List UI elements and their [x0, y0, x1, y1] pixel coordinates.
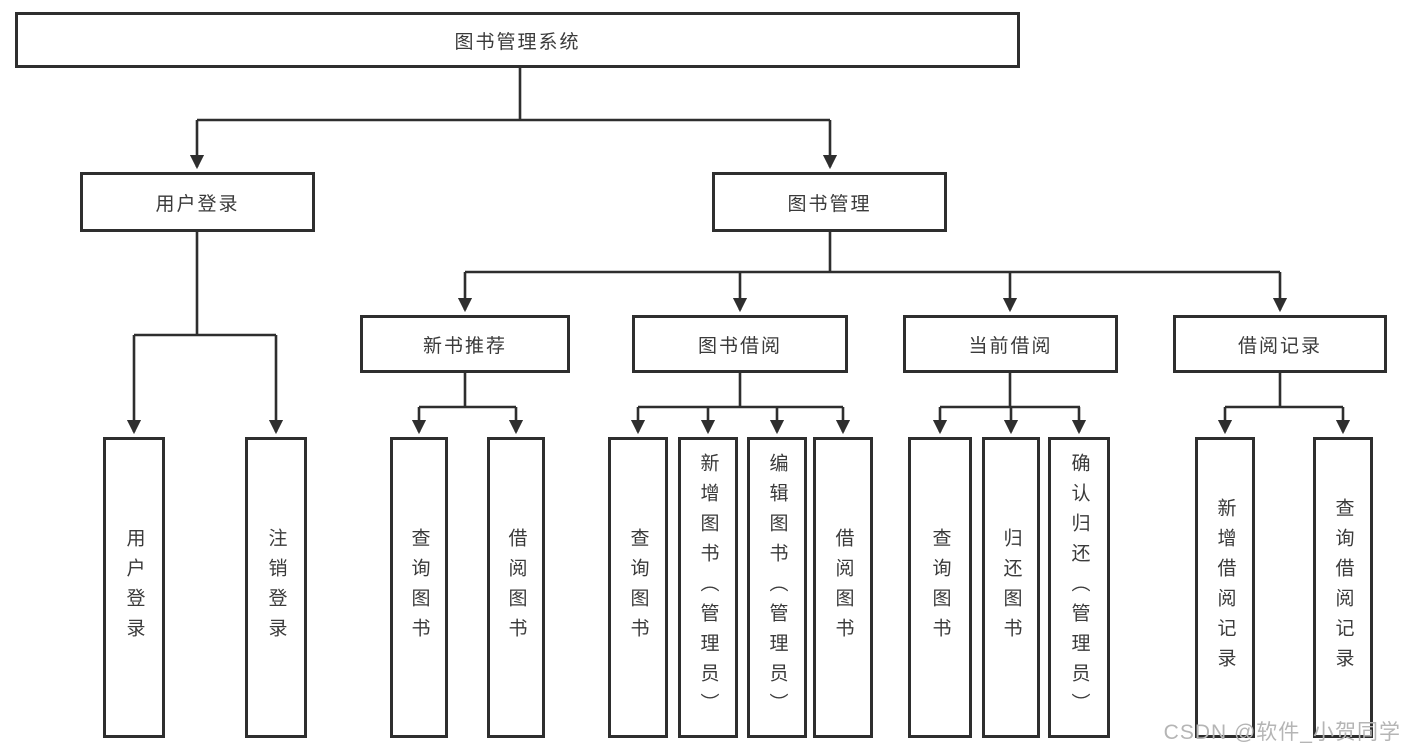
node-book-borrowing-label: 图书借阅	[697, 335, 782, 357]
leaf-add-borrow-record-label: 新增借阅记录	[1214, 497, 1236, 678]
leaf-logout: 注销登录	[245, 437, 307, 738]
leaf-edit-books-admin-label: 编辑图书（管理员）	[766, 452, 788, 723]
rail-root-to-level2	[197, 68, 830, 122]
leaf-borrow-books-recommend-label: 借阅图书	[505, 527, 527, 648]
rail-user-login-to-leaves	[134, 232, 276, 337]
node-root: 图书管理系统	[15, 12, 1020, 68]
leaf-query-books-recommend: 查询图书	[390, 437, 448, 738]
leaf-query-borrow-record-label: 查询借阅记录	[1332, 497, 1354, 678]
leaf-query-borrow-record: 查询借阅记录	[1313, 437, 1373, 738]
leaf-borrow-books-borrowing: 借阅图书	[813, 437, 873, 738]
node-borrowing-records-label: 借阅记录	[1237, 335, 1322, 357]
leaf-borrow-books-recommend: 借阅图书	[487, 437, 545, 738]
leaf-user-login: 用户登录	[103, 437, 165, 738]
leaf-query-books-borrowing-label: 查询图书	[627, 527, 649, 648]
leaf-return-books-label: 归还图书	[1000, 527, 1022, 648]
node-new-book-recommendation-label: 新书推荐	[422, 335, 507, 357]
node-book-management: 图书管理	[712, 172, 947, 232]
leaf-query-books-recommend-label: 查询图书	[408, 527, 430, 648]
leaf-logout-label: 注销登录	[265, 527, 287, 648]
node-new-book-recommendation: 新书推荐	[360, 315, 570, 373]
rail-borrowing-records-to-leaves	[1225, 373, 1343, 409]
node-current-borrowing: 当前借阅	[903, 315, 1118, 373]
leaf-return-books: 归还图书	[982, 437, 1040, 738]
leaf-query-books-current: 查询图书	[908, 437, 972, 738]
leaf-confirm-return-admin-label: 确认归还（管理员）	[1068, 452, 1090, 723]
node-root-label: 图书管理系统	[454, 31, 581, 53]
rail-book-borrowing-to-leaves	[638, 373, 843, 409]
node-user-login: 用户登录	[80, 172, 315, 232]
leaf-query-books-borrowing: 查询图书	[608, 437, 668, 738]
watermark: CSDN @软件_小贺同学	[1163, 721, 1401, 744]
node-book-borrowing: 图书借阅	[632, 315, 848, 373]
node-user-login-label: 用户登录	[155, 193, 240, 215]
rail-new-book-to-leaves	[419, 373, 516, 409]
leaf-confirm-return-admin: 确认归还（管理员）	[1048, 437, 1110, 738]
node-current-borrowing-label: 当前借阅	[968, 335, 1053, 357]
leaf-user-login-label: 用户登录	[123, 527, 145, 648]
leaf-add-books-admin: 新增图书（管理员）	[678, 437, 738, 738]
rail-current-borrowing-to-leaves	[940, 373, 1080, 409]
leaf-query-books-current-label: 查询图书	[929, 527, 951, 648]
leaf-add-books-admin-label: 新增图书（管理员）	[697, 452, 719, 723]
node-book-management-label: 图书管理	[787, 193, 872, 215]
leaf-add-borrow-record: 新增借阅记录	[1195, 437, 1255, 738]
node-borrowing-records: 借阅记录	[1173, 315, 1387, 373]
rail-book-management-to-level3	[465, 232, 1280, 274]
leaf-edit-books-admin: 编辑图书（管理员）	[747, 437, 807, 738]
leaf-borrow-books-borrowing-label: 借阅图书	[832, 527, 854, 648]
